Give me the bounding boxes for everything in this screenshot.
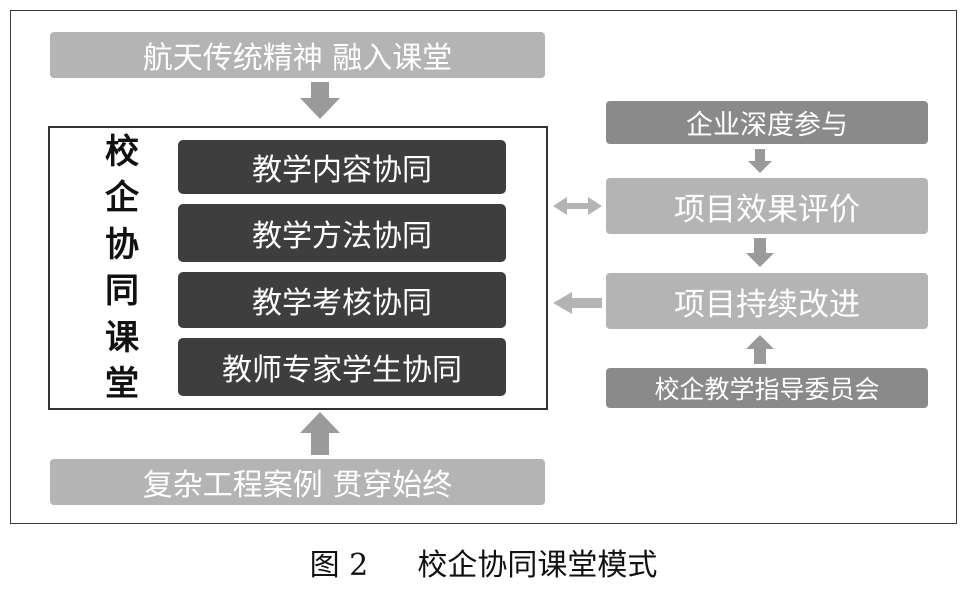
arrow-evaluation-improvement: [746, 238, 774, 267]
main-title-char: 堂: [105, 363, 139, 404]
bottom-banner: 复杂工程案例 贯穿始终: [50, 459, 545, 505]
project-evaluation-text: 项目效果评价: [674, 191, 860, 228]
coop-item-content: 教学内容协同: [178, 140, 506, 194]
guidance-committee-box: 校企教学指导委员会: [606, 368, 928, 408]
main-title-vertical: 校 企 协 同 课 堂: [96, 131, 148, 405]
main-title-char: 校: [105, 132, 139, 172]
project-improvement-box: 项目持续改进: [606, 273, 928, 329]
enterprise-participation-box: 企业深度参与: [606, 101, 928, 144]
arrow-double-evaluation: [553, 197, 602, 215]
coop-item-label: 教学方法协同: [252, 219, 432, 254]
arrow-committee-improvement: [746, 335, 774, 364]
coop-item-assessment: 教学考核协同: [178, 272, 506, 328]
coop-item-label: 教学内容协同: [252, 153, 432, 188]
main-title-char: 同: [105, 271, 139, 312]
main-title-char: 协: [105, 224, 139, 265]
arrow-bottom-up: [300, 412, 340, 455]
top-banner-text: 航天传统精神 融入课堂: [142, 41, 453, 76]
arrow-left-improvement: [553, 292, 602, 314]
enterprise-participation-text: 企业深度参与: [686, 110, 848, 141]
coop-item-teacher-expert-student: 教师专家学生协同: [178, 338, 506, 396]
coop-item-label: 教学考核协同: [252, 286, 432, 321]
top-banner: 航天传统精神 融入课堂: [50, 32, 545, 78]
project-evaluation-box: 项目效果评价: [606, 178, 928, 234]
main-title-char: 课: [105, 317, 139, 358]
main-title-char: 企: [105, 178, 139, 219]
coop-item-label: 教师专家学生协同: [222, 353, 462, 388]
coop-item-method: 教学方法协同: [178, 204, 506, 262]
project-improvement-text: 项目持续改进: [674, 286, 860, 323]
guidance-committee-text: 校企教学指导委员会: [654, 375, 880, 404]
arrow-enterprise-evaluation: [748, 149, 772, 173]
bottom-banner-text: 复杂工程案例 贯穿始终: [142, 468, 453, 503]
figure-caption: 图 2 校企协同课堂模式: [309, 548, 658, 583]
arrow-top-down: [300, 82, 340, 119]
